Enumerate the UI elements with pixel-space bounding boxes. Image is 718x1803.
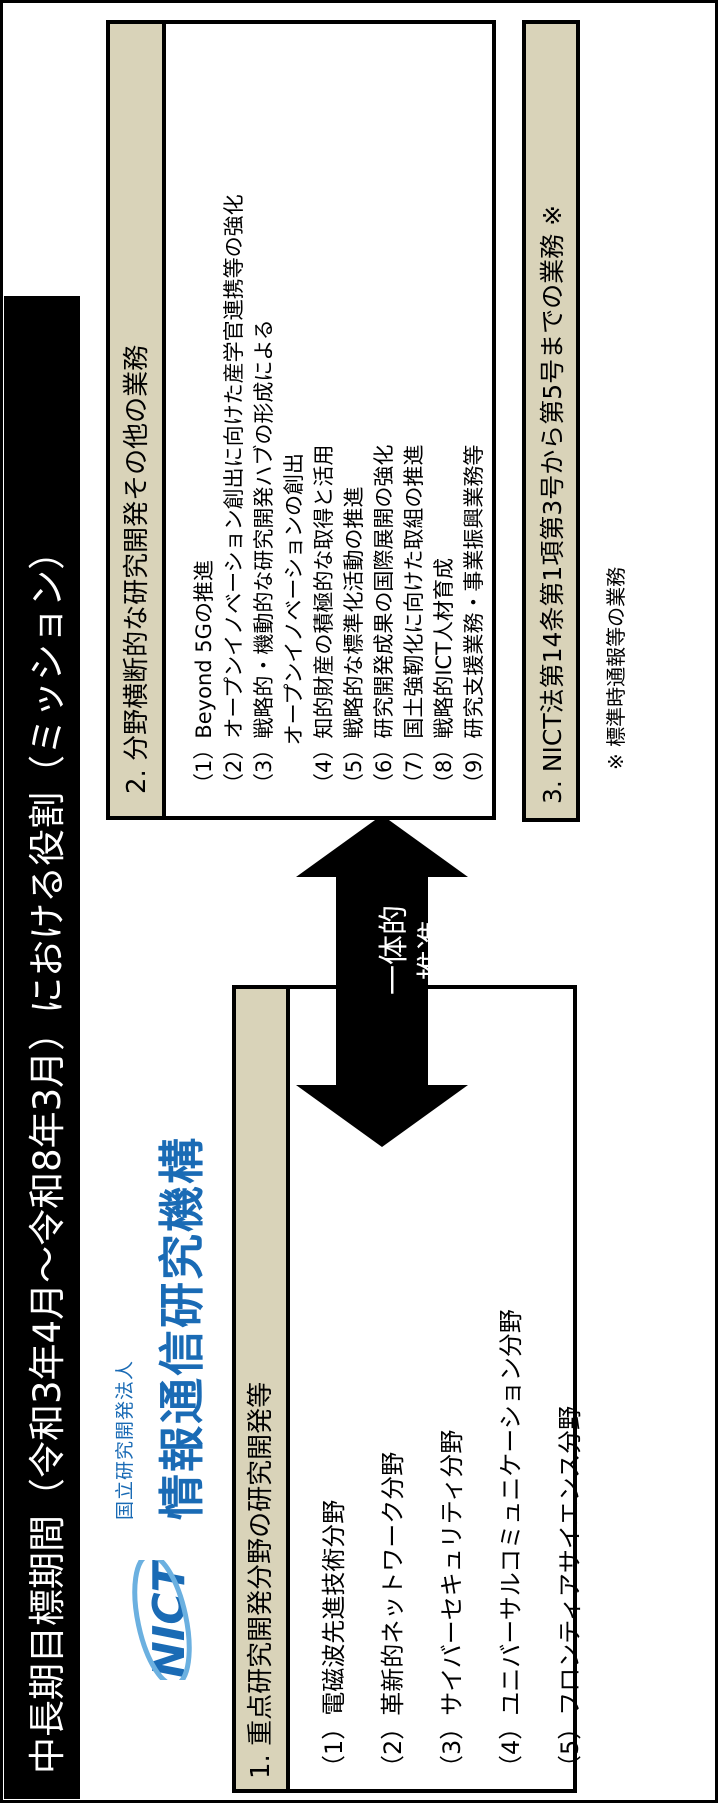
list-item: （3）戦略的・機動的な研究開発ハブの形成による: [252, 319, 276, 794]
footnote: ※ 標準時通報等の業務: [604, 566, 628, 770]
section-3-heading: 3. NICT法第14条第1項第3号から第5号までの業務 ※: [538, 204, 567, 804]
list-item: （7）国土強靭化に向けた取組の推進: [402, 444, 426, 794]
list-item: （1）電磁波先進技術分野: [320, 1499, 348, 1779]
list-item: （9）研究支援業務・事業振興業務等: [462, 444, 486, 794]
double-arrow-icon: [296, 815, 468, 1147]
page-title: 中長期目標期間（令和3年4月～令和8年3月）における役割（ミッション）: [26, 532, 69, 1774]
list-item: （1）Beyond 5Gの推進: [192, 560, 216, 794]
list-item: （6）研究開発成果の国際展開の強化: [372, 444, 396, 794]
section-2-heading: 2. 分野横断的な研究開発その他の業務: [122, 344, 152, 794]
list-item: （2）オープンイノベーション創出に向けた産学官連携等の強化: [222, 194, 246, 794]
section-1-header: [236, 989, 290, 1789]
org-name: 情報通信研究機構: [155, 1136, 209, 1520]
list-item: （3）サイバーセキュリティ分野: [438, 1429, 466, 1779]
list-item: （8）戦略的ICT人材育成: [432, 557, 456, 794]
org-type-label: 国立研究開発法人: [114, 1359, 136, 1520]
section-1-heading: 1. 重点研究開発分野の研究開発等: [246, 1381, 276, 1779]
list-item: （2）革新的ネットワーク分野: [379, 1451, 407, 1779]
list-item: （5）戦略的な標準化活動の推進: [342, 486, 366, 794]
list-item: オープンイノベーションの創出: [282, 453, 306, 794]
arrow-label-1: 一体的: [377, 905, 412, 995]
section-3-box: 3. NICT法第14条第1項第3号から第5号までの業務 ※: [522, 20, 580, 822]
section-2-header: [110, 24, 166, 816]
list-item: （5）フロンティアサイエンス分野: [556, 1405, 584, 1779]
arrow-label-2: 推進: [415, 920, 450, 980]
nict-logo-icon: NICT: [132, 1560, 195, 1680]
list-item: （4）ユニバーサルコミュニケーション分野: [497, 1309, 525, 1779]
list-item: （4）知的財産の積極的な取得と活用: [312, 444, 336, 794]
title-bar: 中長期目標期間（令和3年4月～令和8年3月）における役割（ミッション）: [4, 296, 80, 1799]
section-2-box: 2. 分野横断的な研究開発その他の業務 （1）Beyond 5Gの推進 （2）オ…: [106, 20, 496, 820]
